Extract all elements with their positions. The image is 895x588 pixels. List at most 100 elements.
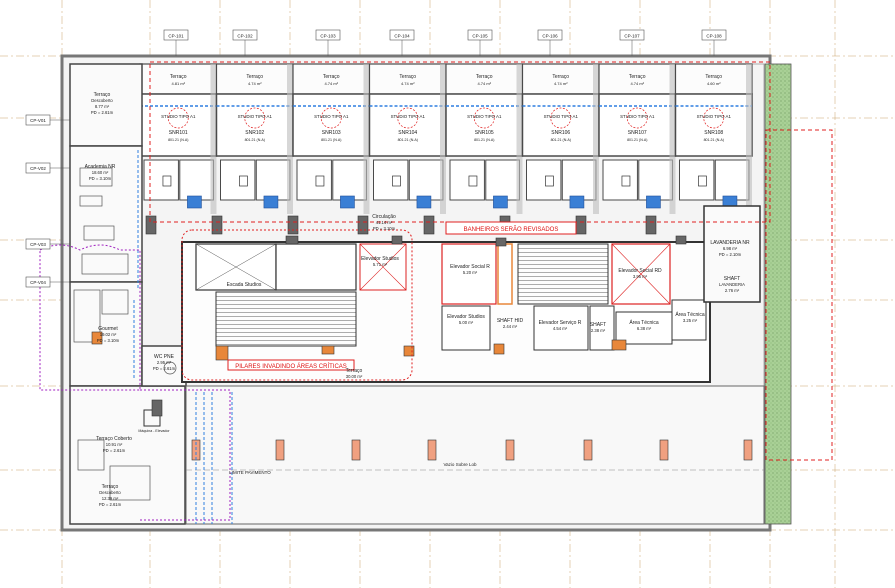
room-tag-line: Área Técnica [629,319,659,326]
unit-code: SNR101 [169,130,188,136]
room-tag-line: Terraço [94,92,111,98]
room-tag-line: PD = 2.61m [99,502,122,507]
unit-terrace-label: Terraço [170,74,187,80]
pillar [743,439,753,461]
unit-terrace-label: Terraço [476,74,493,80]
top-tag-label: CP-108 [706,34,722,39]
top-tag-label: CP-104 [394,34,410,39]
unit-level: 801.21 (N.A) [321,138,341,142]
unit-terrace-label: Terraço [246,74,263,80]
unit-terrace-label: Terraço [399,74,416,80]
room-tag-line: LAVANDERIA NR [710,240,750,246]
bathroom-revision-note: BANHEIROS SERÃO REVISADOS [464,226,559,233]
room-tag-line: PD = 2.61m [91,110,114,115]
unit-level: 801.21 (N.A) [551,138,571,142]
pillar [151,399,163,417]
unit-terrace-label: Terraço [705,74,722,80]
maquina-label: Máquina - Elevador [138,429,170,433]
pillar [583,439,593,461]
unit-code: SNR104 [398,130,417,136]
left-tag-label: CP-V03 [30,242,46,247]
room-tag-line: 2.76 m² [725,288,740,293]
pillar [351,439,361,461]
unit-level: 801.21 (N.A) [474,138,494,142]
room-tag-line: Academia NR [85,164,116,170]
pillar-revision-note: PILARES INVADINDO ÁREAS CRÍTICAS [235,363,347,370]
left-tag-label: CP-V01 [30,118,46,123]
top-tag-label: CP-103 [320,34,336,39]
pillar [611,339,627,351]
pillar [495,237,507,247]
room-tag-line: 2.44 m² [503,324,518,329]
room-tag-line: 5.00 m² [459,320,474,325]
unit-code: SNR108 [704,130,723,136]
pillar [357,215,369,235]
room-tag-line: 18.60 m² [92,170,109,175]
pillar [427,439,437,461]
pillar [645,215,657,235]
room-tag-line: SHAFT HID [497,318,524,324]
unit-terrace-area: 4.74 m² [248,81,262,86]
room-tag-line: Terraço [346,368,363,374]
pillar [391,235,403,245]
pillar [287,215,299,235]
elevador-social-r-tag: Elevador Social R5.20 m² [450,264,490,275]
unit-terrace-area: 4.74 m² [630,81,644,86]
elevador-social-rd-tag: Elevador Social RD3.95 m² [618,268,662,279]
unit-code: SNR107 [628,130,647,136]
pillar [321,345,335,355]
room-tag-line: 5.20 m² [463,270,478,275]
room-tag-line: Elevador Studios [447,314,485,320]
room-tag-line: PD = 3.10m [373,226,396,231]
unit-studio-label: STUDIO TIPO A1 [391,114,426,119]
room-tag-line: 5.71 m² [373,262,388,267]
room-tag-line: Elevador Social RD [618,268,662,274]
pillar [493,343,505,355]
room-tag-line: 6.38 m² [637,326,652,331]
pillar [423,215,435,235]
limite-label: LIMITE PAVIMENTO [229,470,271,475]
revision-clouds [39,61,833,521]
left-rooms [69,63,187,525]
unit-code: SNR105 [475,130,494,136]
unit-studio-label: STUDIO TIPO A1 [544,114,579,119]
unit-studio-label: STUDIO TIPO A1 [697,114,732,119]
pillar [215,345,229,361]
unit-level: 801.21 (N.A) [168,138,188,142]
unit-code: SNR106 [551,130,570,136]
pillar [403,345,415,357]
unit-terrace-area: 4.81 m² [171,81,185,86]
pillar [275,439,285,461]
room-tag-line: Gourmet [98,326,118,332]
room-tag-line: Descoberto [91,98,113,103]
room-tag-line: PD = 2.10m [719,252,742,257]
unit-code: SNR103 [322,130,341,136]
room-tag-line: 2.38 m² [591,328,606,333]
top-tag-label: CP-106 [542,34,558,39]
room-tag-line: SHAFT [590,322,606,328]
top-tag-label: CP-102 [237,34,253,39]
unit-terrace-area: 4.74 m² [554,81,568,86]
elevador-servico-tag: Elevador Serviço R4.54 m² [539,320,582,331]
pillar [211,215,223,235]
unit-terrace-label: Terraço [552,74,569,80]
unit-studio-label: STUDIO TIPO A1 [161,114,196,119]
